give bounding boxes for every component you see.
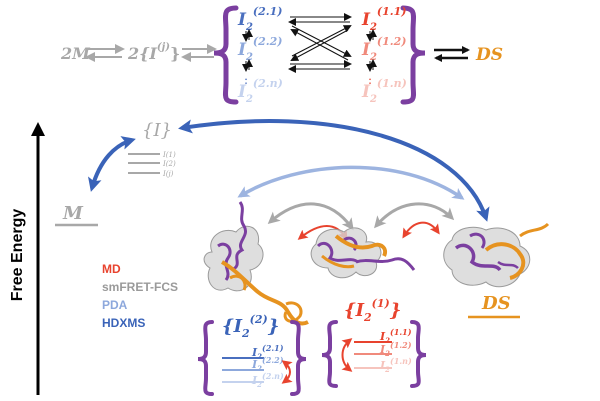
top-dimer-label: DS	[475, 45, 503, 65]
top-arrow-intermediate-brace	[181, 44, 217, 62]
top-I2-1-n: I2(1.n)	[361, 77, 407, 105]
group-I2-1-label: {I2(1)}	[344, 297, 401, 324]
top-arrow-monomer-intermediate	[85, 44, 125, 62]
top-intermediate-pool-label: 2{I(j)}	[127, 42, 180, 63]
group-I2-2-md-arrow	[281, 360, 293, 384]
free-energy-axis-label: Free Energy	[9, 209, 26, 302]
top-left-dots: :	[244, 73, 248, 87]
top-right-brace	[400, 5, 426, 105]
group-I2-1-n-label: I2(1.n)	[379, 356, 412, 374]
group-I2-2-right-brace	[290, 320, 307, 396]
legend-smFRET-FCS: smFRET-FCS	[102, 280, 178, 294]
top-I2-2-2: I2(2.2)	[237, 35, 282, 63]
top-arrow-brace-dimer	[434, 46, 470, 62]
level-M-label: M	[62, 203, 84, 224]
top-monomer-label: 2M	[60, 44, 91, 63]
level-I-sublevels	[128, 153, 160, 174]
top-right-dots: :	[368, 73, 372, 87]
group-I2-1-1-label: I2(1.1)	[379, 327, 412, 345]
group-I2-2-1-label: I2(2.1)	[251, 343, 284, 361]
level-DS-label: DS	[481, 293, 511, 314]
arrow-PDA	[237, 165, 465, 200]
group-I2-2-level-labels: I2(2.1) I2(2.2) I2(2.n)	[251, 343, 284, 389]
level-I-j-label: I(j)	[162, 170, 174, 178]
group-I2-2-n-label: I2(2.n)	[251, 371, 284, 389]
top-cross-arrows	[288, 13, 352, 73]
top-I2-1-1: I2(1.1)	[361, 5, 406, 33]
legend-MD: MD	[102, 262, 121, 276]
level-I-1-label: I(1)	[162, 151, 176, 159]
level-I-2-label: I(2)	[162, 160, 176, 168]
top-I2-1-2: I2(1.2)	[361, 35, 406, 63]
arrow-MD-right	[402, 221, 440, 239]
top-right-column: I2(1.1) I2(1.2) I2(1.n)	[361, 5, 407, 105]
arrow-M-I-hdxms	[88, 136, 136, 192]
group-I2-2-levels	[222, 357, 264, 383]
group-I2-1-levels	[354, 341, 392, 369]
group-I2-1-md-arrow	[341, 338, 353, 372]
arrow-I-DS-hdxms	[178, 119, 490, 222]
arrow-smFRET-left	[267, 202, 354, 231]
group-I2-1-level-labels: I2(1.1) I2(1.2) I2(1.n)	[379, 327, 412, 374]
arrow-smFRET-right	[374, 202, 455, 229]
level-I-sublevel-labels: I(1) I(2) I(j)	[162, 151, 176, 178]
legend-PDA: PDA	[102, 298, 128, 312]
group-I2-1-right-brace	[410, 320, 427, 388]
top-I2-2-n: I2(2.n)	[237, 77, 283, 105]
structure-DS	[443, 222, 550, 288]
legend-HDXMS: HDXMS	[102, 316, 145, 330]
group-I2-2-left-brace	[197, 320, 214, 396]
legend: MD smFRET-FCS PDA HDXMS	[102, 262, 178, 330]
group-I2-2-2-label: I2(2.2)	[251, 355, 284, 373]
group-I2-1-2-label: I2(1.2)	[379, 340, 412, 358]
top-left-vertical-arrows	[242, 29, 253, 72]
group-I2-2-label: {I2(2)}	[222, 313, 279, 340]
top-right-vertical-arrows	[366, 29, 377, 72]
group-I2-1-left-brace	[321, 320, 338, 388]
structure-I2-1	[310, 227, 416, 279]
structure-I2-2	[203, 201, 309, 326]
top-I2-2-1: I2(2.1)	[237, 5, 282, 33]
level-I-pool-label: {I}	[142, 120, 172, 141]
top-left-column: I2(2.1) I2(2.2) I2(2.n)	[237, 5, 283, 105]
top-left-brace	[213, 5, 239, 105]
